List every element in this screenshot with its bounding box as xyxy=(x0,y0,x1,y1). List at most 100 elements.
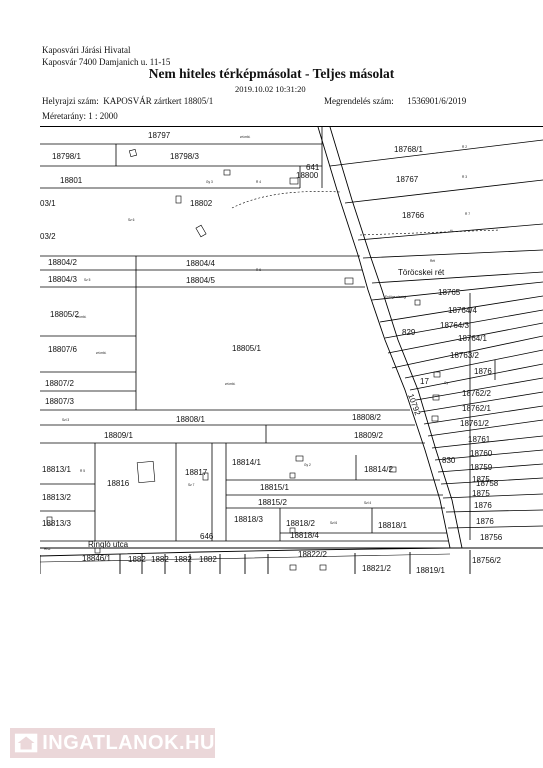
parcel-label: 646 xyxy=(200,532,214,541)
parcel-label: 18805/1 xyxy=(232,344,261,353)
parcel-label: 18807/2 xyxy=(45,379,74,388)
parcel-label: 18819/1 xyxy=(416,566,445,574)
parcel-label: 18809/2 xyxy=(354,431,383,440)
parcel-label: 18818/2 xyxy=(286,519,315,528)
parcel-label: 641 xyxy=(306,163,320,172)
parcel-label: 18821/2 xyxy=(362,564,391,573)
culture-code: R 7 xyxy=(465,212,470,216)
parcel-label: 18805/2 xyxy=(50,310,79,319)
culture-code: R 5 xyxy=(80,469,85,473)
parcel-label: 1882 xyxy=(151,555,169,564)
parcel-label: 18846/1 xyxy=(82,554,111,563)
culture-code: Gy 3 xyxy=(206,180,213,184)
parcel-label: 18815/2 xyxy=(258,498,287,507)
parcel-label: 18804/2 xyxy=(48,258,77,267)
culture-code: Rét xyxy=(430,259,435,263)
parcel-label: 18804/4 xyxy=(186,259,215,268)
parcel-label: 18813/3 xyxy=(42,519,71,528)
parcel-label: 03/1 xyxy=(40,199,56,208)
parcel-label: 18818/4 xyxy=(290,531,319,540)
parcel-label: 18813/2 xyxy=(42,493,71,502)
parcel-labels: 18797 18798/1 18798/3 18801 18802 18800 … xyxy=(40,131,503,574)
culture-code: Sz 5 xyxy=(84,278,91,282)
parcel-label: 18815/1 xyxy=(260,483,289,492)
document-datetime: 2019.10.02 10:31:20 xyxy=(235,84,306,94)
annotation: zrt.mkt. xyxy=(76,315,87,319)
parcel-label: 18759 xyxy=(470,463,493,472)
parcel-number-label: Helyrajzi szám: xyxy=(42,96,99,106)
parcel-label: 1876 xyxy=(474,367,492,376)
parcel-label: 18801 xyxy=(60,176,83,185)
parcel-label: 18766 xyxy=(402,211,425,220)
parcel-label: 18816 xyxy=(107,479,130,488)
parcel-label: 18765 xyxy=(438,288,461,297)
order-number: Megrendelés szám: 1536901/6/2019 xyxy=(324,96,466,106)
map-scale-value: 1 : 2000 xyxy=(88,111,118,121)
parcel-label: 829 xyxy=(402,328,416,337)
parcel-label: Töröcskei rét xyxy=(398,268,445,277)
parcel-label: 1882 xyxy=(174,555,192,564)
culture-code: R 3 xyxy=(462,175,467,179)
parcel-label: 03/2 xyxy=(40,232,56,241)
parcel-label: 18761 xyxy=(468,435,491,444)
parcel-label: 18761/2 xyxy=(460,419,489,428)
road-strip xyxy=(40,126,501,574)
culture-code: Sz 7 xyxy=(188,483,195,487)
parcel-label: 18804/3 xyxy=(48,275,77,284)
culture-code: Sz 6 xyxy=(128,218,135,222)
cadastral-map[interactable]: 18797 18798/1 18798/3 18801 18802 18800 … xyxy=(40,126,543,574)
parcel-label: 18822/2 xyxy=(298,550,327,559)
parcel-label: 18813/1 xyxy=(42,465,71,474)
map-frame xyxy=(40,126,543,549)
order-number-label: Megrendelés szám: xyxy=(324,96,394,106)
parcel-label: 18762/2 xyxy=(462,389,491,398)
parcel-label: 18814/1 xyxy=(232,458,261,467)
parcel-label: 1875 xyxy=(472,475,490,484)
parcel-number: Helyrajzi szám: KAPOSVÁR zártkert 18805/… xyxy=(42,96,213,106)
parcel-label: 18758 xyxy=(476,479,499,488)
parcel-label: 18807/6 xyxy=(48,345,77,354)
parcel-label: 18818/3 xyxy=(234,515,263,524)
annotation: Erdőgazdasági xyxy=(385,295,407,299)
culture-code: Szl 3 xyxy=(62,418,69,422)
parcel-label: 830 xyxy=(442,456,456,465)
parcel-label: 1882 xyxy=(128,555,146,564)
watermark-text: INGATLANOK.HU xyxy=(42,731,215,754)
office-address: Kaposvár 7400 Damjanich u. 11-15 xyxy=(42,57,171,67)
parcel-label: 18800 xyxy=(296,171,319,180)
office-name: Kaposvári Járási Hivatal xyxy=(42,45,131,55)
culture-code: Gy 2 xyxy=(304,463,311,467)
culture-code: R 6 xyxy=(256,268,261,272)
parcel-label: 18817 xyxy=(185,468,208,477)
culture-code: R 4 xyxy=(256,180,261,184)
annotation: Hrsz xyxy=(44,547,51,551)
parcel-label: 1875 xyxy=(472,489,490,498)
parcel-label: 18767 xyxy=(396,175,419,184)
parcel-label: 18798/3 xyxy=(170,152,199,161)
annotation: zrt.mkt. xyxy=(225,382,236,386)
parcel-label: 18814/2 xyxy=(364,465,393,474)
culture-code: Szl 6 xyxy=(330,521,337,525)
parcel-label: 18768/1 xyxy=(394,145,423,154)
parcel-label: 18809/1 xyxy=(104,431,133,440)
document-title: Nem hiteles térképmásolat - Teljes másol… xyxy=(148,66,395,81)
parcel-label: 18756/2 xyxy=(472,556,501,565)
map-annotations: zrt.mkt. zrt.mkt. zrt.mkt. zrt.mkt. Erdő… xyxy=(44,135,453,551)
parcel-label: 1882 xyxy=(199,555,217,564)
parcel-label: 18818/1 xyxy=(378,521,407,530)
watermark: INGATLANOK.HU xyxy=(10,728,215,758)
culture-codes: Sz 6 Gy 3 R 4 R 6 R 7 Sz 5 Szl 3 Gy 2 Sz… xyxy=(62,145,470,525)
parcel-label: 18807/3 xyxy=(45,397,74,406)
parcel-boundaries xyxy=(40,127,543,542)
parcel-label: 18763/2 xyxy=(450,351,479,360)
parcel-label: 18764/1 xyxy=(458,334,487,343)
annotation: zrt.mkt. xyxy=(96,351,107,355)
parcel-label: 18797 xyxy=(148,131,171,140)
parcel-label: 18798/1 xyxy=(52,152,81,161)
culture-code: Gy xyxy=(444,381,448,385)
annotation: zrt.mkt. xyxy=(240,135,251,139)
parcel-label: 18764/4 xyxy=(448,306,477,315)
building-markers xyxy=(46,148,441,571)
street-name: Ringló utca xyxy=(88,540,129,549)
parcel-label: 18808/1 xyxy=(176,415,205,424)
